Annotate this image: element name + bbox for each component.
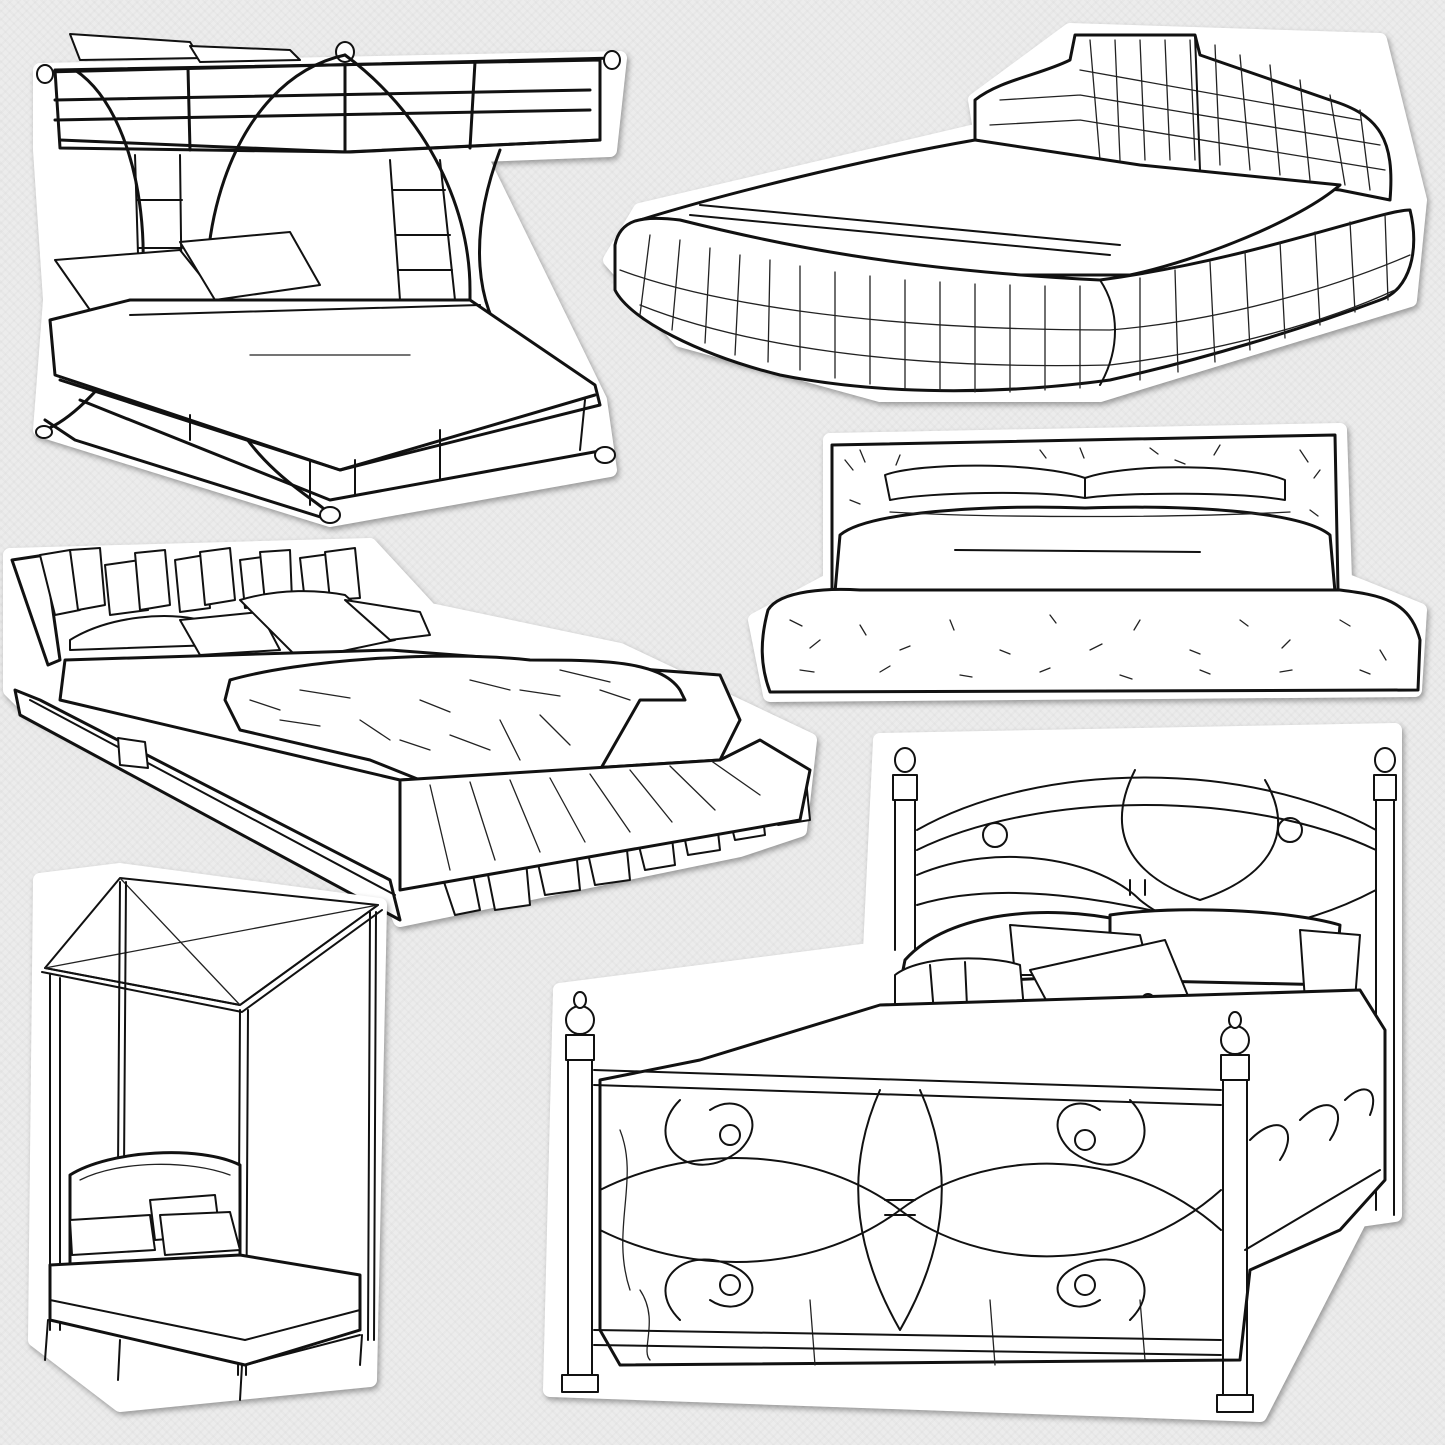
wrought-iron-bed-illustration [543, 723, 1402, 1422]
round-tufted-bed-illustration [603, 23, 1427, 402]
fur-platform-bed-illustration [748, 423, 1427, 702]
canopy-bed-illustration [28, 863, 387, 1412]
bunk-bed-illustration [33, 33, 627, 527]
slatted-wooden-bed-illustration [3, 538, 817, 927]
